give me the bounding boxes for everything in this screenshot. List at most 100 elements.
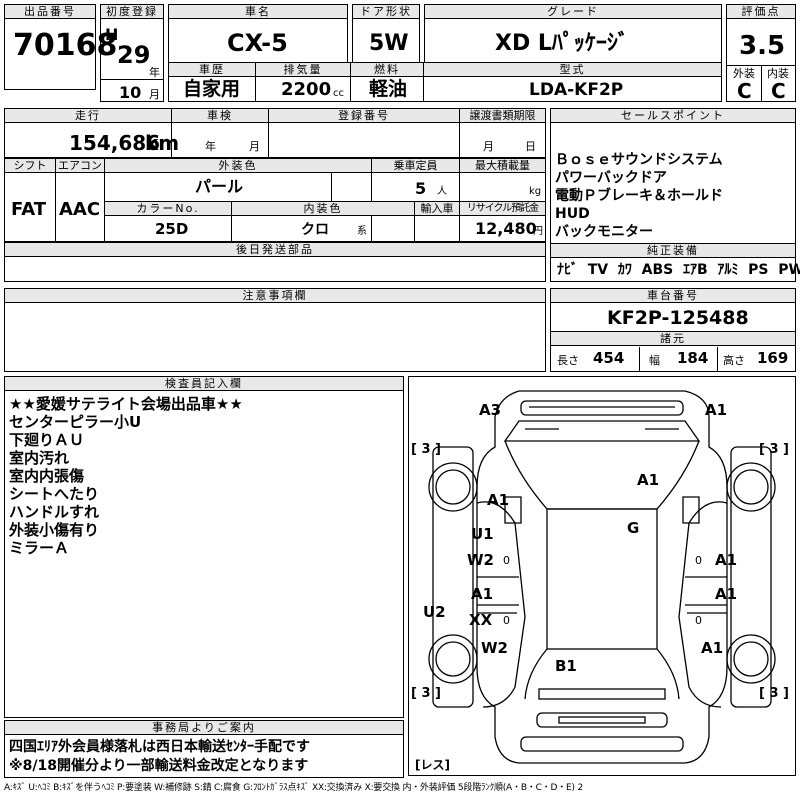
history-label: 車歴: [169, 63, 255, 77]
damage-mark: A1: [715, 585, 738, 603]
damage-mark: U1: [471, 525, 494, 543]
recycle-label: リサイクル預託金: [460, 202, 545, 216]
model: LDA-KF2P: [529, 80, 624, 100]
inspection-month-unit: 月: [249, 140, 260, 153]
inspector-notes: ★★愛媛サテライト会場出品車★★ センターピラー小U 下廻りＡＵ 室内汚れ 室内…: [9, 395, 243, 557]
shift: FAT: [11, 199, 47, 220]
recycle: 12,480: [475, 219, 537, 238]
damage-mark: G: [627, 519, 640, 537]
damage-mark: A1: [471, 585, 494, 603]
load-label: 最大積載量: [460, 159, 545, 173]
era: H: [105, 25, 119, 44]
damage-mark: A1: [701, 639, 724, 657]
body-box: シフト エアコン 外装色 乗車定員 最大積載量 FAT AAC パール 5 人 …: [4, 158, 546, 242]
fuel: 軽油: [369, 78, 408, 100]
lot-number-label: 出品番号: [5, 5, 95, 19]
displacement-unit: cc: [333, 88, 344, 99]
interior-color: クロ: [301, 222, 329, 238]
zero-mark: 0: [695, 614, 702, 627]
car-diagram-box: A3 A1 A1 A1 G U1 W2 A1 A1 XX A1 U2 W2 B1…: [408, 376, 796, 776]
model-label: 型式: [424, 63, 721, 77]
sales-point: HUD: [555, 206, 590, 222]
reg-year: 29: [117, 41, 151, 69]
note-line: ハンドルすれ: [9, 503, 100, 521]
zero-mark: 0: [695, 554, 702, 567]
exterior-label: 外装: [733, 67, 755, 80]
capacity-unit: 人: [437, 186, 447, 197]
note-line: センターピラー小U: [9, 413, 142, 431]
note-line: 下廻りＡＵ: [9, 431, 85, 449]
plate-label: 登録番号: [269, 109, 459, 123]
less-label: [レス]: [415, 758, 450, 772]
transfer-day-unit: 日: [525, 140, 536, 153]
car-name-box: 車名 CX-5: [168, 4, 348, 64]
sales-point: パワーバックドア: [555, 170, 667, 186]
sales-point: バックモニター: [555, 224, 653, 240]
equip-airbag: ｴｱB: [682, 262, 708, 278]
color-no-label: カラーNo.: [105, 202, 231, 216]
exterior-score: C: [737, 79, 752, 103]
note-line: 外装小傷有り: [9, 521, 100, 539]
sales-point: Ｂｏｓｅサウンドシステム: [555, 152, 723, 168]
interior-score: C: [771, 79, 786, 103]
fuel-label: 燃料: [351, 63, 423, 77]
color-no: 25D: [155, 220, 189, 238]
note-line: ミラーＡ: [9, 539, 70, 557]
capacity-label: 乗車定員: [372, 159, 459, 173]
height: 169: [757, 349, 789, 367]
sales-points-list: Ｂｏｓｅサウンドシステム パワーバックドア 電動Ｐブレーキ＆ホールド HUD バ…: [555, 151, 723, 241]
history: 自家用: [183, 78, 241, 100]
length-label: 長さ: [557, 354, 579, 367]
equip-pw: PW: [778, 262, 800, 278]
grade-label: グレード: [425, 5, 721, 19]
month-unit: 月: [149, 88, 160, 101]
recycle-unit: 円: [533, 226, 543, 237]
later-parts-box: 後日発送部品: [4, 242, 546, 282]
transfer-month-unit: 月: [483, 140, 494, 153]
damage-mark: W2: [467, 551, 494, 569]
chassis-box: 車台番号 KF2P-125488 諸元 長さ 454 幅 184 高さ 169: [550, 288, 796, 372]
aircon-label: エアコン: [56, 159, 104, 173]
office-label: 事務局よりご案内: [5, 721, 403, 735]
height-label: 高さ: [723, 354, 745, 367]
office-line: ※8/18開催分より一部輸送料金改定となります: [9, 758, 309, 774]
inspector-label: 検査員記入欄: [5, 377, 403, 391]
aircon: AAC: [59, 199, 101, 220]
reg-month: 10: [119, 83, 142, 102]
note-line: 室内内張傷: [9, 467, 85, 485]
equip-ps: PS: [748, 262, 769, 278]
caution-box: 注意事項欄: [4, 288, 546, 372]
damage-mark: A3: [479, 401, 502, 419]
score-label: 評価点: [727, 5, 795, 19]
spec-row: 車歴 排気量 燃料 型式 自家用 2200 cc 軽油 LDA-KF2P: [168, 62, 722, 102]
damage-mark: XX: [469, 611, 493, 629]
office-box: 事務局よりご案内 四国ｴﾘｱ外会員様落札は西日本輸送ｾﾝﾀｰ手配です ※8/18…: [4, 720, 404, 778]
door-label: ドア形状: [353, 5, 419, 19]
year-unit: 年: [149, 66, 160, 79]
grade: XD Lﾊﾟｯｹｰｼﾞ: [495, 31, 629, 56]
note-line: 室内汚れ: [9, 449, 70, 467]
car-name-label: 車名: [169, 5, 347, 19]
interior-label: 内装: [767, 67, 789, 80]
sales-points-label: セールスポイント: [551, 109, 795, 123]
damage-mark: A1: [487, 491, 510, 509]
displacement-label: 排気量: [256, 63, 350, 77]
length: 454: [593, 349, 625, 367]
mileage: 154,686: [69, 131, 161, 155]
score: 3.5: [739, 31, 786, 61]
displacement: 2200: [281, 79, 332, 100]
equip-abs: ABS: [641, 262, 674, 278]
damage-mark: A1: [637, 471, 660, 489]
damage-mark: A1: [715, 551, 738, 569]
note-line: ★★愛媛サテライト会場出品車★★: [9, 395, 243, 413]
note-line: シートへたり: [9, 485, 100, 503]
int-color-unit: 系: [357, 226, 367, 237]
side-mark: [ 3 ]: [411, 686, 441, 701]
damage-mark: B1: [555, 657, 577, 675]
legend: A:ｷｽﾞ U:ﾍｺﾐ B:ｷｽﾞを伴うﾍｺﾐ P:要塗装 W:補修跡 S:錆 …: [4, 783, 583, 793]
inspection-year-unit: 年: [205, 140, 216, 153]
transfer-label: 譲渡書類期限: [460, 109, 545, 123]
shift-label: シフト: [5, 159, 55, 173]
equipment-label: 純正装備: [551, 244, 795, 258]
